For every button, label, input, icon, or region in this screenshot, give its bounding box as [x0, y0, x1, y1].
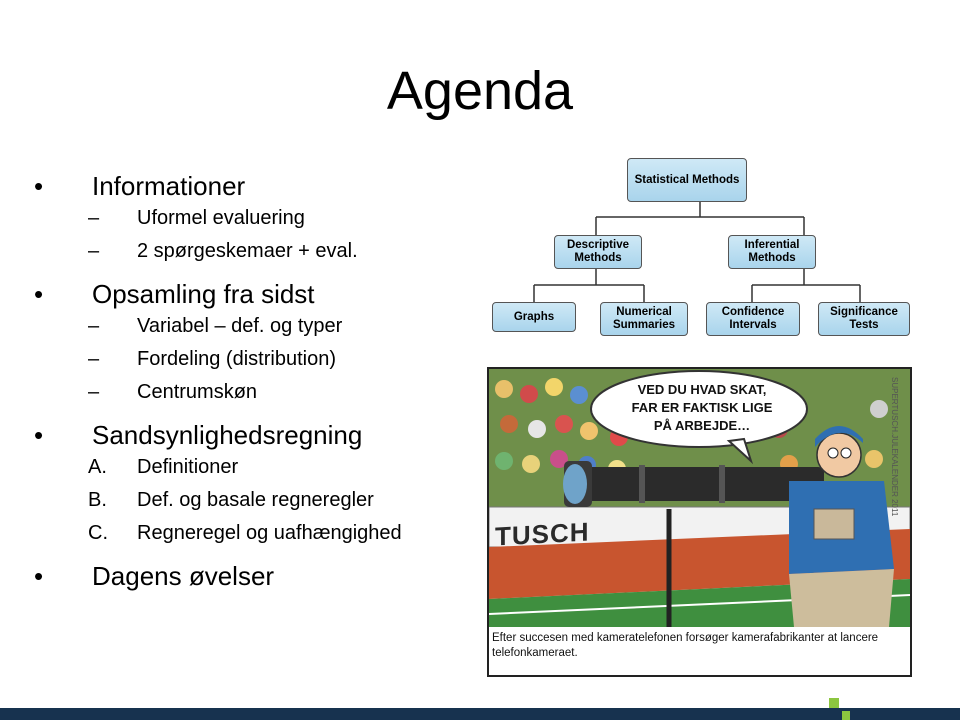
node-significance-tests: Significance Tests — [818, 302, 910, 336]
node-descriptive-methods: Descriptive Methods — [554, 235, 642, 269]
letter-marker: A. — [88, 456, 107, 478]
list-item: A. Definitioner — [30, 455, 470, 479]
item-text: Definitioner — [137, 456, 239, 478]
item-text: Fordeling (distribution) — [137, 348, 336, 370]
section-label: Sandsynlighedsregning — [92, 420, 363, 450]
bullet-icon: • — [34, 171, 44, 201]
section-label: Dagens øvelser — [92, 561, 275, 591]
node-inferential-methods: Inferential Methods — [728, 235, 816, 269]
dash-marker: – — [88, 240, 100, 262]
cartoon-image: VED DU HVAD SKAT, FAR ER FAKTISK LIGE PÅ… — [487, 367, 912, 677]
speech-bubble-text: VED DU HVAD SKAT, FAR ER FAKTISK LIGE PÅ… — [631, 382, 773, 433]
footer-accent-square — [842, 711, 850, 720]
list-item: B. Def. og basale regneregler — [30, 488, 470, 512]
item-text: Variabel – def. og typer — [137, 315, 343, 337]
item-text: Def. og basale regneregler — [137, 489, 374, 511]
section-label: Informationer — [92, 171, 246, 201]
list-item: – Centrumskøn — [30, 380, 470, 404]
agenda-section-informationer: • Informationer — [30, 170, 470, 202]
dash-marker: – — [88, 315, 100, 337]
item-text: Regneregel og uafhængighed — [137, 522, 402, 544]
agenda-section-dagens-ovelser: • Dagens øvelser — [30, 560, 470, 592]
list-item: C. Regneregel og uafhængighed — [30, 521, 437, 545]
item-text: Centrumskøn — [137, 381, 258, 403]
dash-marker: – — [88, 207, 100, 229]
footer-accent-square — [829, 698, 839, 708]
list-item: – Uformel evaluering — [30, 206, 470, 230]
agenda-list: • Informationer – Uformel evaluering – 2… — [30, 170, 470, 596]
footer-bar — [0, 708, 960, 720]
cartoon-caption: Efter succesen med kameratelefonen forsø… — [492, 632, 879, 659]
slide-title: Agenda — [386, 61, 574, 121]
cartoon-credit: SUPERTUSCH.JULEKALENDER 2011 — [890, 377, 899, 517]
list-item: – Fordeling (distribution) — [30, 347, 470, 371]
agenda-section-sandsynlighedsregning: • Sandsynlighedsregning — [30, 419, 470, 451]
dash-marker: – — [88, 381, 100, 403]
list-item: – Variabel – def. og typer — [30, 314, 470, 338]
agenda-section-opsamling: • Opsamling fra sidst — [30, 278, 470, 310]
statistical-methods-diagram: Statistical Methods Descriptive Methods … — [492, 157, 912, 337]
item-text: Uformel evaluering — [137, 207, 305, 229]
letter-marker: C. — [88, 522, 108, 544]
cartoon-illustration — [489, 369, 910, 627]
node-graphs: Graphs — [492, 302, 576, 332]
node-confidence-intervals: Confidence Intervals — [706, 302, 800, 336]
node-numerical-summaries: Numerical Summaries — [600, 302, 688, 336]
stadium-sign-text: TUSCH — [495, 516, 590, 552]
bullet-icon: • — [34, 561, 44, 591]
item-text: 2 spørgeskemaer + eval. — [137, 240, 358, 262]
node-statistical-methods: Statistical Methods — [627, 158, 747, 202]
diagram-connectors — [533, 202, 861, 302]
section-label: Opsamling fra sidst — [92, 279, 315, 309]
letter-marker: B. — [88, 489, 107, 511]
bullet-icon: • — [34, 279, 44, 309]
bullet-icon: • — [34, 420, 44, 450]
list-item: – 2 spørgeskemaer + eval. — [30, 239, 470, 263]
dash-marker: – — [88, 348, 100, 370]
